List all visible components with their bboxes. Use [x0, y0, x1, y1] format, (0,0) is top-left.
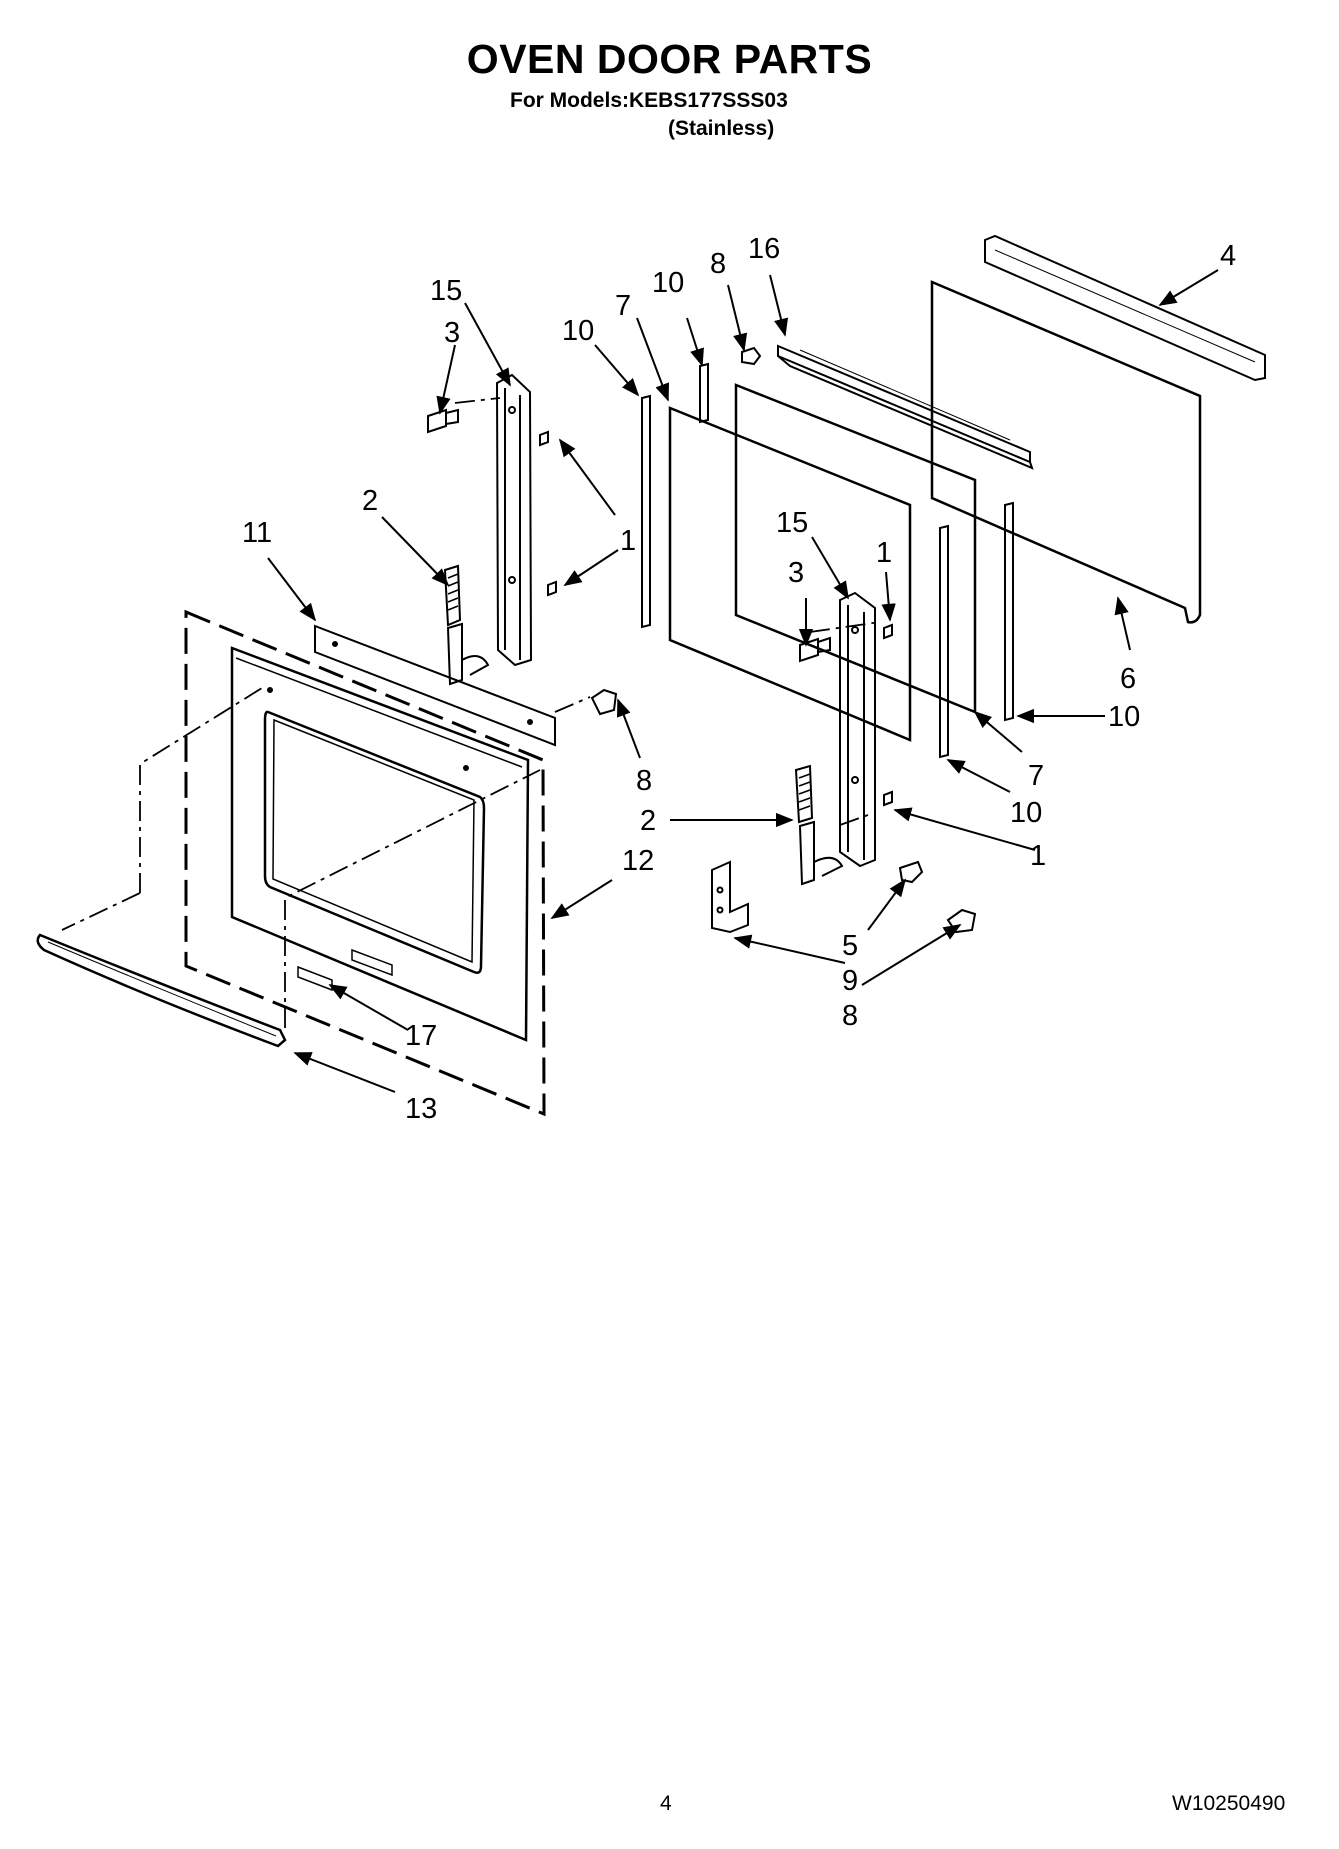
seal-left-a	[641, 394, 651, 629]
callout-15-left: 15	[430, 275, 462, 307]
door-handle	[36, 933, 287, 1048]
page-number: 4	[660, 1792, 672, 1815]
top-door-trim	[984, 234, 1266, 382]
finish-line: (Stainless)	[668, 117, 775, 140]
screw-right-mid	[799, 636, 831, 663]
right-hinge	[794, 764, 844, 886]
callout-1-right-top: 1	[876, 537, 892, 569]
callout-9-mid: 9	[842, 965, 858, 997]
callout-3-right: 3	[788, 557, 804, 589]
callout-15-right: 15	[776, 507, 808, 539]
inner-glass-front	[668, 406, 912, 742]
callout-8-top: 8	[710, 248, 726, 280]
seal-left-b	[699, 362, 709, 424]
callout-3-left: 3	[444, 317, 460, 349]
callout-5-mid: 5	[842, 930, 858, 962]
callout-2-left: 2	[362, 485, 378, 517]
callout-10-right-b: 10	[1010, 797, 1042, 829]
callout-2-mid: 2	[640, 805, 656, 837]
callout-17-left: 17	[405, 1020, 437, 1052]
callout-1-left: 1	[620, 525, 636, 557]
callout-6-right: 6	[1120, 663, 1136, 695]
callout-7-right: 7	[1028, 760, 1044, 792]
document-number: W10250490	[1172, 1792, 1286, 1815]
page-title: OVEN DOOR PARTS	[466, 36, 873, 82]
callout-10-right-a: 10	[1108, 701, 1140, 733]
callout-8-mid: 8	[636, 765, 652, 797]
callout-16-top: 16	[748, 233, 780, 265]
callout-10-top: 10	[652, 267, 684, 299]
left-hinge	[443, 564, 490, 686]
callout-8-mid-bottom: 8	[842, 1000, 858, 1032]
seal-right-a	[939, 524, 949, 759]
badge	[297, 965, 333, 992]
callout-1-right-bottom: 1	[1030, 840, 1046, 872]
callout-10-left: 10	[562, 315, 594, 347]
vent-trim	[314, 624, 556, 747]
left-hinge-receptacle	[495, 373, 557, 667]
models-line: For Models:KEBS177SSS03	[510, 89, 788, 112]
callout-4-top: 4	[1220, 240, 1236, 272]
right-hinge-receptacle	[839, 591, 893, 868]
hinge-lock	[898, 860, 924, 884]
callout-13-left: 13	[405, 1093, 437, 1125]
callout-7-left: 7	[615, 290, 631, 322]
screw-top-8	[741, 346, 762, 366]
callout-12-mid: 12	[622, 845, 654, 877]
door-inner-panel	[930, 280, 1202, 624]
screw-left-mid	[590, 688, 618, 716]
glass-support-bracket	[777, 344, 1034, 470]
hinge-bracket	[711, 860, 749, 934]
callout-11-left: 11	[242, 517, 272, 549]
seal-right-b	[1004, 501, 1014, 722]
outer-door-outline	[184, 609, 546, 1117]
screw-left-top	[427, 408, 459, 434]
outer-door-panel	[230, 646, 530, 1042]
